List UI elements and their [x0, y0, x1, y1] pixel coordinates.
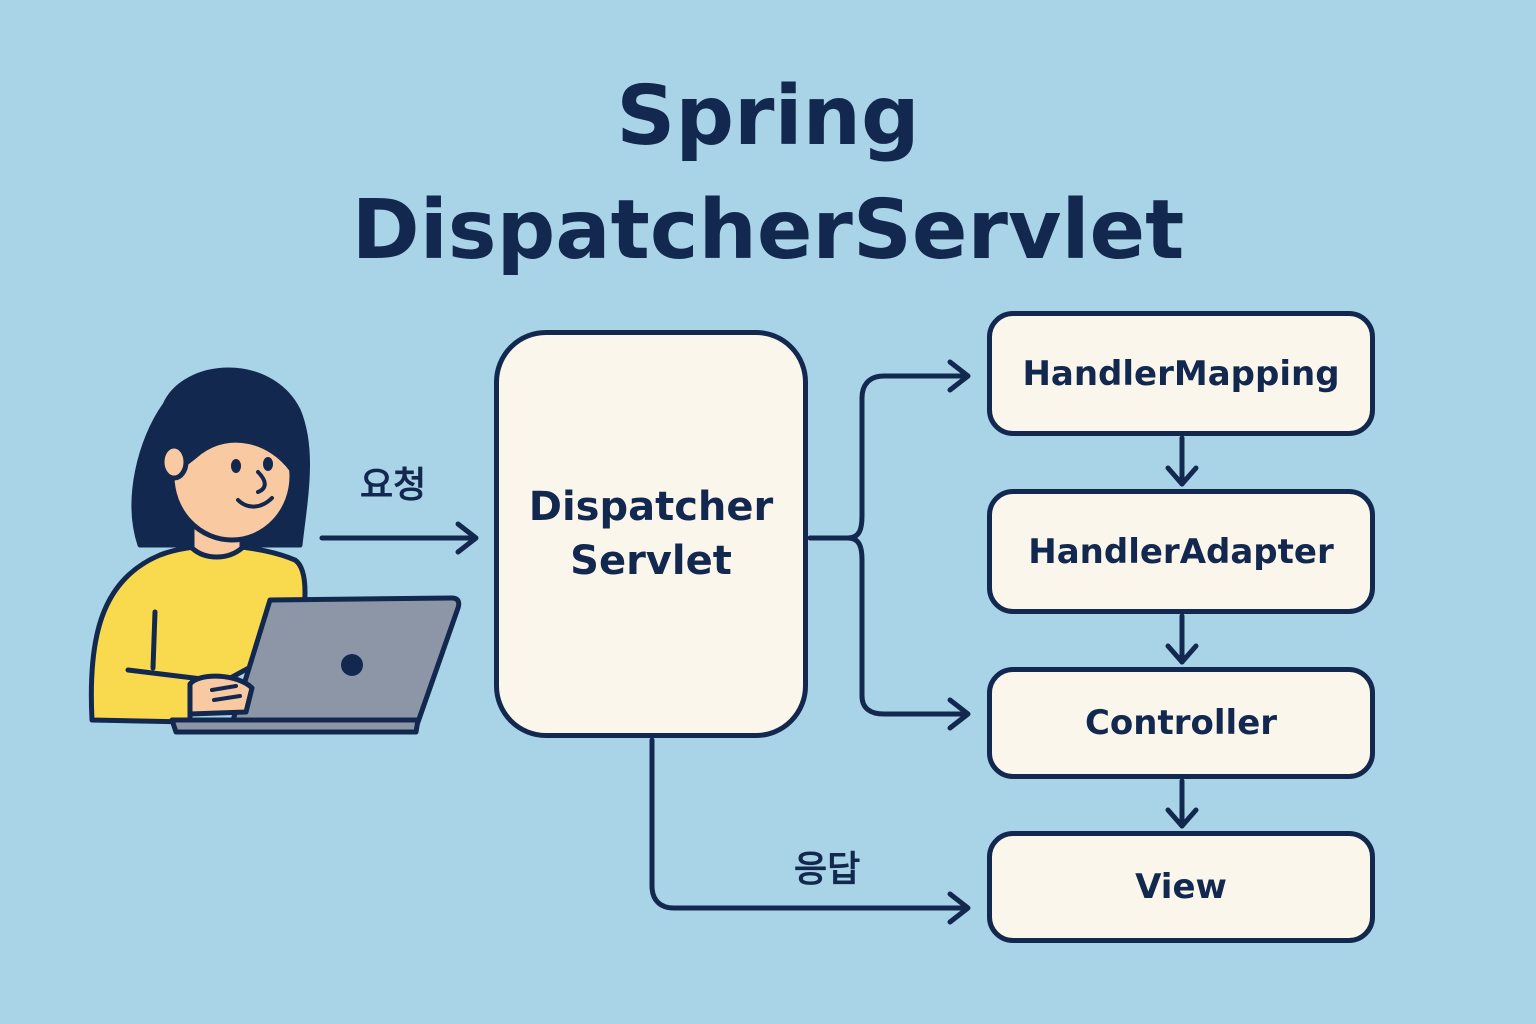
- user-icon: [88, 367, 462, 735]
- controller-label: Controller: [1084, 703, 1278, 743]
- view-node: View: [987, 831, 1375, 943]
- dispatcher-label-line-2: Servlet: [570, 538, 732, 584]
- handler-mapping-label: HandlerMapping: [1022, 353, 1340, 394]
- response-label: 응답: [794, 849, 861, 890]
- dispatch-connector: [807, 359, 971, 731]
- page-title-line-1: Spring: [616, 69, 920, 164]
- handler-adapter-label: HandlerAdapter: [1028, 531, 1334, 572]
- request-label: 요청: [360, 465, 427, 506]
- chain-arrow-controller-to-view: [1165, 778, 1199, 829]
- page-title-line-2: DispatcherServlet: [351, 183, 1185, 278]
- response-arrow: [649, 737, 971, 925]
- controller-node: Controller: [987, 667, 1375, 779]
- handler-adapter-node: HandlerAdapter: [987, 489, 1375, 614]
- view-label: View: [1135, 867, 1227, 907]
- chain-arrow-mapping-to-adapter: [1165, 435, 1199, 487]
- request-arrow: [319, 521, 479, 555]
- dispatcher-label-line-1: Dispatcher: [528, 484, 774, 530]
- chain-arrow-adapter-to-controller: [1165, 613, 1199, 665]
- dispatcher-servlet-node: Dispatcher Servlet: [494, 330, 808, 738]
- handler-mapping-node: HandlerMapping: [987, 311, 1375, 436]
